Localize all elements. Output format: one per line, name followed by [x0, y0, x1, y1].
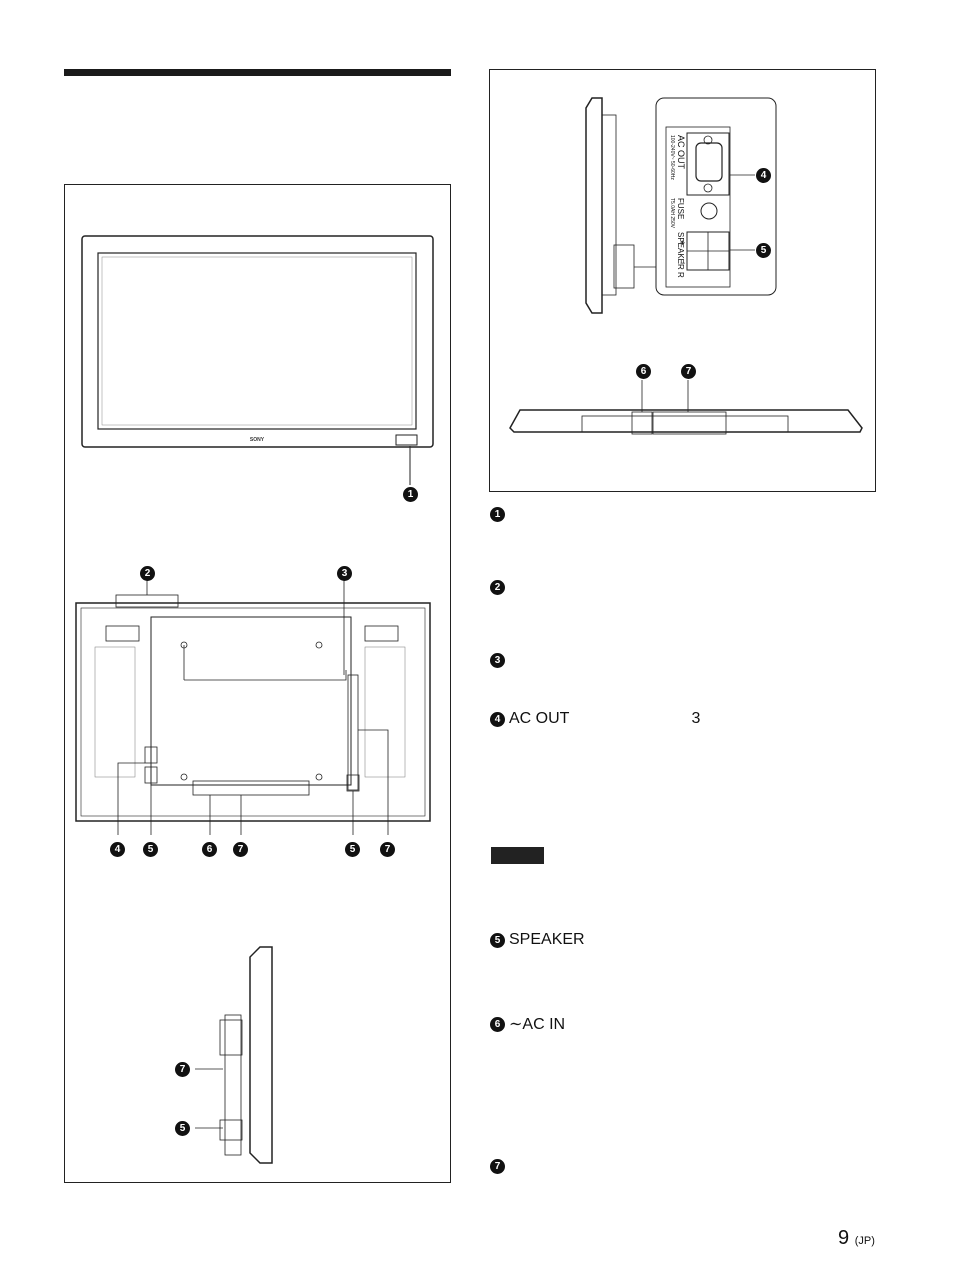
- marker-6: 6: [202, 842, 217, 857]
- fuse-panel-label: FUSE: [676, 198, 685, 219]
- item-1: 1: [490, 507, 509, 522]
- ac-rating-label: 100-240V~ 50-60Hz: [669, 135, 675, 180]
- note-heading-bar: [491, 847, 544, 864]
- brand-logo: SONY: [250, 437, 265, 443]
- section-rule: [64, 69, 451, 76]
- marker-7c: 7: [175, 1062, 190, 1077]
- item-4-label: AC OUT: [509, 710, 570, 727]
- ac-out-panel-label: AC OUT: [676, 135, 686, 170]
- front-view: [81, 235, 434, 485]
- marker-5-detail: 5: [756, 243, 771, 258]
- figure-panel-detail: AC OUT 100-240V~ 50-60Hz FUSE T5.0AH 250…: [489, 69, 876, 492]
- item-6-number: 6: [490, 1016, 505, 1032]
- marker-3: 3: [337, 566, 352, 581]
- item-3: 3: [490, 653, 509, 668]
- item-7-number: 7: [490, 1159, 505, 1174]
- speaker-panel-label: SPEAKER R: [676, 232, 685, 278]
- item-6-label: ∼AC IN: [509, 1016, 566, 1033]
- item-4-number: 4: [490, 711, 505, 727]
- marker-7-detail: 7: [681, 364, 696, 379]
- figure-front-rear-side: SONY: [64, 184, 451, 1183]
- page-number-value: 9: [838, 1227, 850, 1249]
- item-5-number: 5: [490, 932, 505, 948]
- panel-illustrations: AC OUT 100-240V~ 50-60Hz FUSE T5.0AH 250…: [509, 97, 863, 435]
- marker-4-detail: 4: [756, 168, 771, 183]
- marker-2: 2: [140, 566, 155, 581]
- plus-label: +: [680, 238, 685, 248]
- page-number: 9 (JP): [838, 1227, 875, 1250]
- side-view: [195, 946, 273, 1164]
- item-6: 6 ∼AC IN: [490, 1014, 565, 1034]
- marker-1: 1: [403, 487, 418, 502]
- item-2-number: 2: [490, 580, 505, 595]
- marker-6-detail: 6: [636, 364, 651, 379]
- item-3-number: 3: [490, 653, 505, 668]
- item-7: 7: [490, 1159, 509, 1174]
- minus-label: −: [680, 258, 685, 268]
- page-number-suffix: (JP): [854, 1235, 875, 1247]
- item-4: 4 AC OUT 3: [490, 710, 700, 728]
- item-2: 2: [490, 580, 509, 595]
- fuse-rating-label: T5.0AH 250V: [669, 198, 675, 229]
- rear-view: [75, 580, 431, 835]
- marker-7b: 7: [380, 842, 395, 857]
- marker-5: 5: [143, 842, 158, 857]
- item-1-number: 1: [490, 507, 505, 522]
- marker-4: 4: [110, 842, 125, 857]
- monitor-illustrations: SONY: [75, 235, 434, 1164]
- marker-7: 7: [233, 842, 248, 857]
- item-4-extra: 3: [691, 710, 701, 727]
- item-5: 5 SPEAKER: [490, 931, 585, 949]
- marker-5c: 5: [175, 1121, 190, 1136]
- item-5-label: SPEAKER: [509, 931, 585, 948]
- marker-5b: 5: [345, 842, 360, 857]
